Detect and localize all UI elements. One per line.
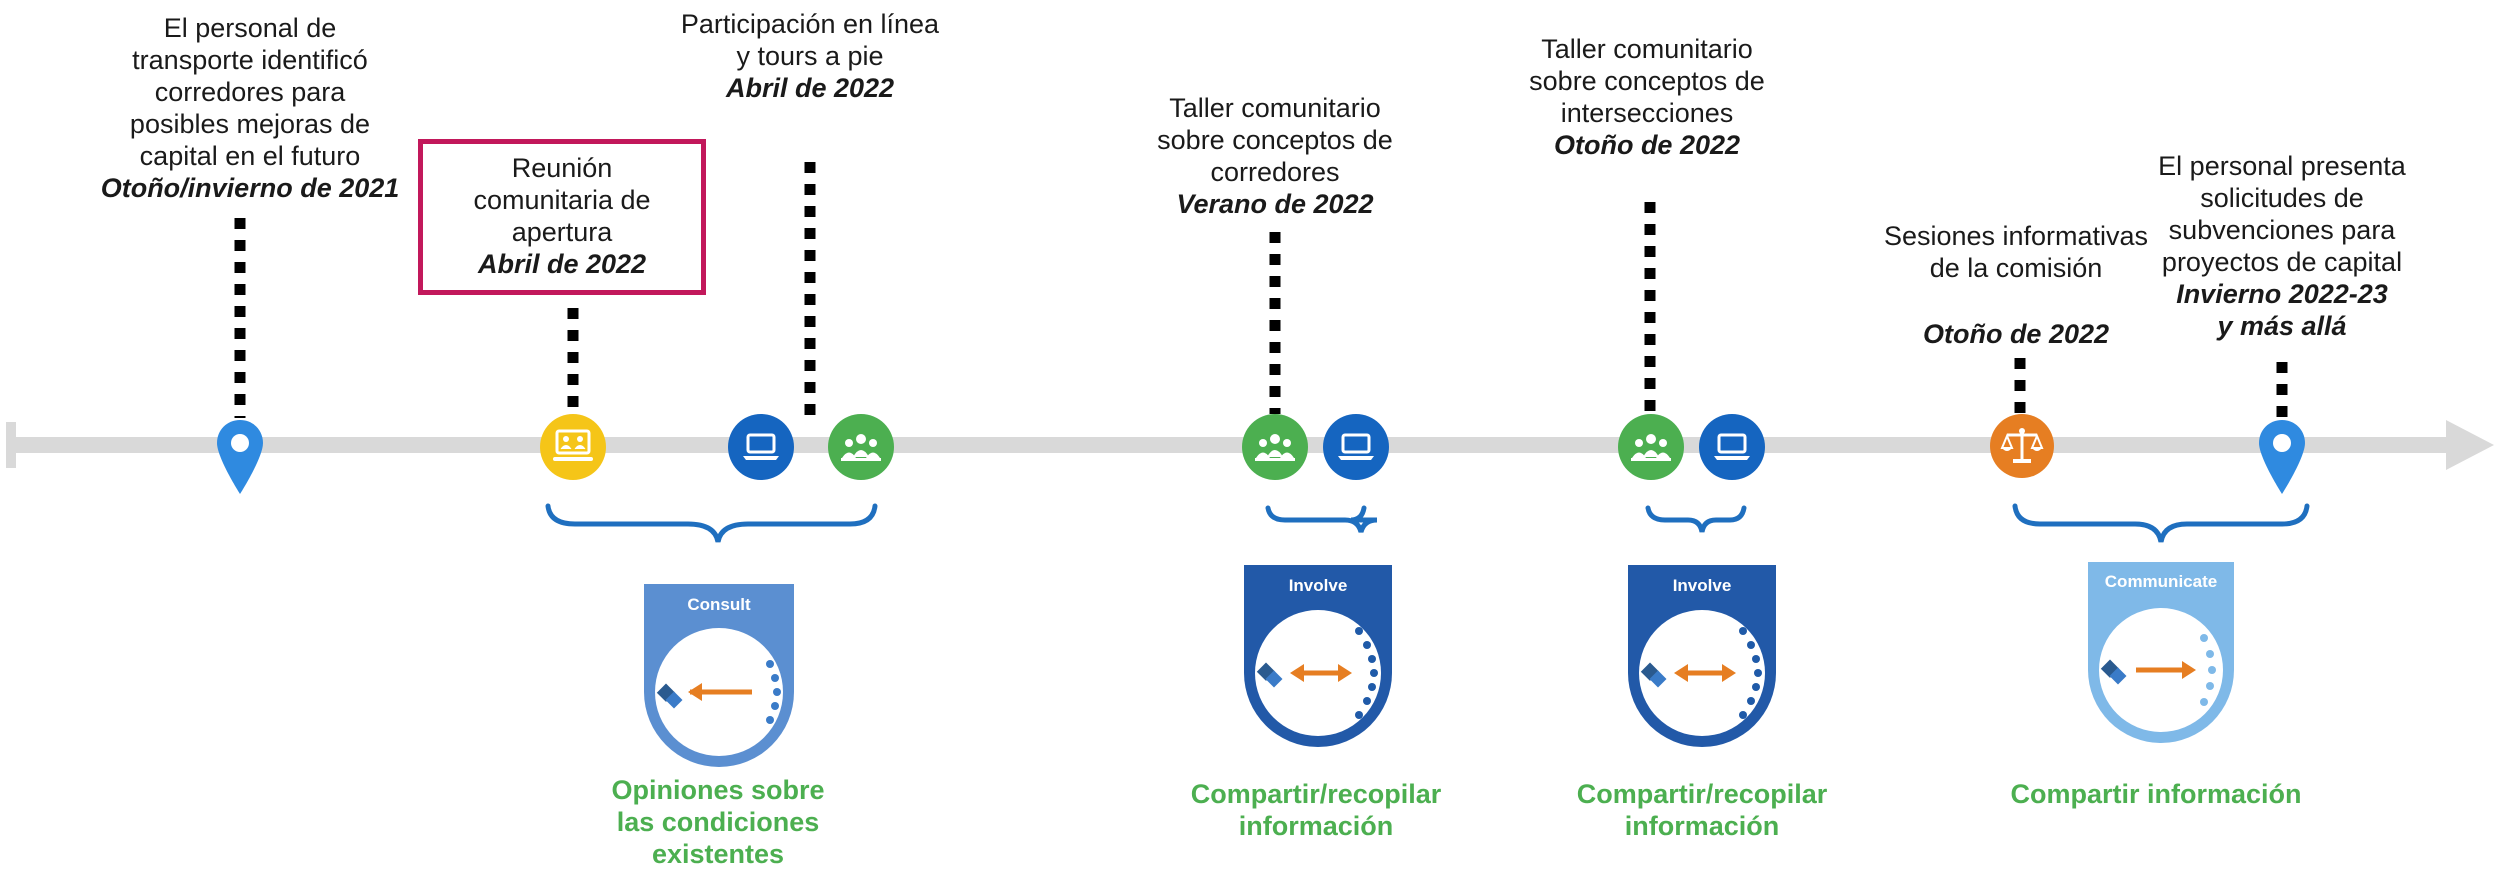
milestone-4-date: Verano de 2022 [1176, 189, 1374, 219]
milestone-6-line: de la comisión [1929, 253, 2103, 283]
milestone-7-line: solicitudes de [2200, 183, 2364, 213]
badge-consult-label: Consult [687, 595, 751, 614]
group-icon [828, 414, 894, 480]
milestone-1-text: El personal de transporte identificó cor… [90, 12, 410, 204]
milestone-4-line: corredores [1210, 157, 1340, 187]
milestone-1-line: transporte identificó [132, 45, 368, 75]
caption-line: Compartir/recopilar [1190, 779, 1442, 809]
milestone-1-line: corredores para [154, 77, 346, 107]
milestone-5-line: Taller comunitario [1541, 34, 1753, 64]
milestone-5-text: Taller comunitario sobre conceptos de in… [1502, 33, 1792, 161]
group-icon [1618, 414, 1684, 480]
milestone-3-line: Participación en línea [680, 9, 940, 39]
milestone-1-line: capital en el futuro [139, 141, 361, 171]
milestone-3-line: y tours a pie [736, 41, 884, 71]
caption-involve-1: Compartir/recopilar información [1160, 778, 1472, 842]
laptop-icon [1699, 414, 1765, 480]
milestone-7-line: El personal presenta [2158, 151, 2406, 181]
brace-consult [545, 503, 878, 543]
presentation-icon [540, 414, 606, 480]
milestone-5-line: intersecciones [1560, 98, 1734, 128]
badge-communicate [2088, 562, 2234, 743]
caption-communicate: Compartir información [1986, 778, 2326, 810]
group-icon [1242, 414, 1308, 480]
milestone-2-highlight-box [418, 139, 706, 295]
milestone-4-line: Taller comunitario [1169, 93, 1381, 123]
map-pin-icon [217, 420, 263, 494]
badge-involve-1-label: Involve [1288, 576, 1348, 595]
brace-involve-1 [1265, 505, 1378, 533]
caption-line: Compartir información [2010, 779, 2302, 809]
milestone-5-line: sobre conceptos de [1529, 66, 1765, 96]
scale-icon [1990, 414, 2054, 478]
milestone-4-text: Taller comunitario sobre conceptos de co… [1130, 92, 1420, 220]
caption-line: Opiniones sobre [611, 775, 825, 805]
badge-consult [644, 584, 794, 767]
milestone-6-line: Sesiones informativas [1883, 221, 2149, 251]
caption-involve-2: Compartir/recopilar información [1546, 778, 1858, 842]
brace-communicate [2012, 503, 2310, 543]
milestone-1-line: posibles mejoras de [129, 109, 371, 139]
caption-line: información [1238, 811, 1394, 841]
caption-line: Compartir/recopilar [1576, 779, 1828, 809]
map-pin-icon [2259, 420, 2305, 494]
milestone-2-line: comunitaria de [473, 185, 651, 215]
laptop-icon [728, 414, 794, 480]
caption-line: información [1624, 811, 1780, 841]
badge-involve-1 [1244, 565, 1392, 747]
milestone-1-date: Otoño/invierno de 2021 [100, 173, 400, 203]
milestone-6-date: Otoño de 2022 [1922, 319, 2110, 349]
caption-line: existentes [651, 839, 785, 869]
braces [545, 503, 2310, 543]
milestone-6-text: Sesiones informativas de la comisión [1876, 220, 2156, 284]
badge-involve-2 [1628, 565, 1776, 747]
milestone-4-line: sobre conceptos de [1157, 125, 1393, 155]
milestone-3-date: Abril de 2022 [725, 73, 895, 103]
badge-communicate-label: Communicate [2104, 572, 2218, 591]
milestone-7-line: subvenciones para [2168, 215, 2396, 245]
milestone-3-text: Participación en línea y tours a pie Abr… [640, 8, 980, 104]
brace-involve-2 [1645, 505, 1747, 533]
milestone-2-line: Reunión [511, 153, 613, 183]
milestone-2-date: Abril de 2022 [477, 249, 647, 279]
milestone-5-date: Otoño de 2022 [1553, 130, 1741, 160]
milestone-7-date: y más allá [2217, 311, 2347, 341]
milestone-2-text: Reunión comunitaria de apertura Abril de… [418, 152, 706, 280]
laptop-icon [1323, 414, 1389, 480]
milestone-6-date-wrap: Otoño de 2022 [1876, 318, 2156, 350]
milestone-7-line: proyectos de capital [2161, 247, 2403, 277]
caption-line: las condiciones [616, 807, 820, 837]
milestone-1-line: El personal de [163, 13, 337, 43]
caption-consult: Opiniones sobre las condiciones existent… [560, 774, 876, 870]
timeline-arrow [6, 420, 2494, 470]
milestone-7-date: Invierno 2022-23 [2176, 279, 2388, 309]
milestone-7-text: El personal presenta solicitudes de subv… [2132, 150, 2432, 342]
badge-involve-2-label: Involve [1672, 576, 1732, 595]
milestone-2-line: apertura [511, 217, 613, 247]
